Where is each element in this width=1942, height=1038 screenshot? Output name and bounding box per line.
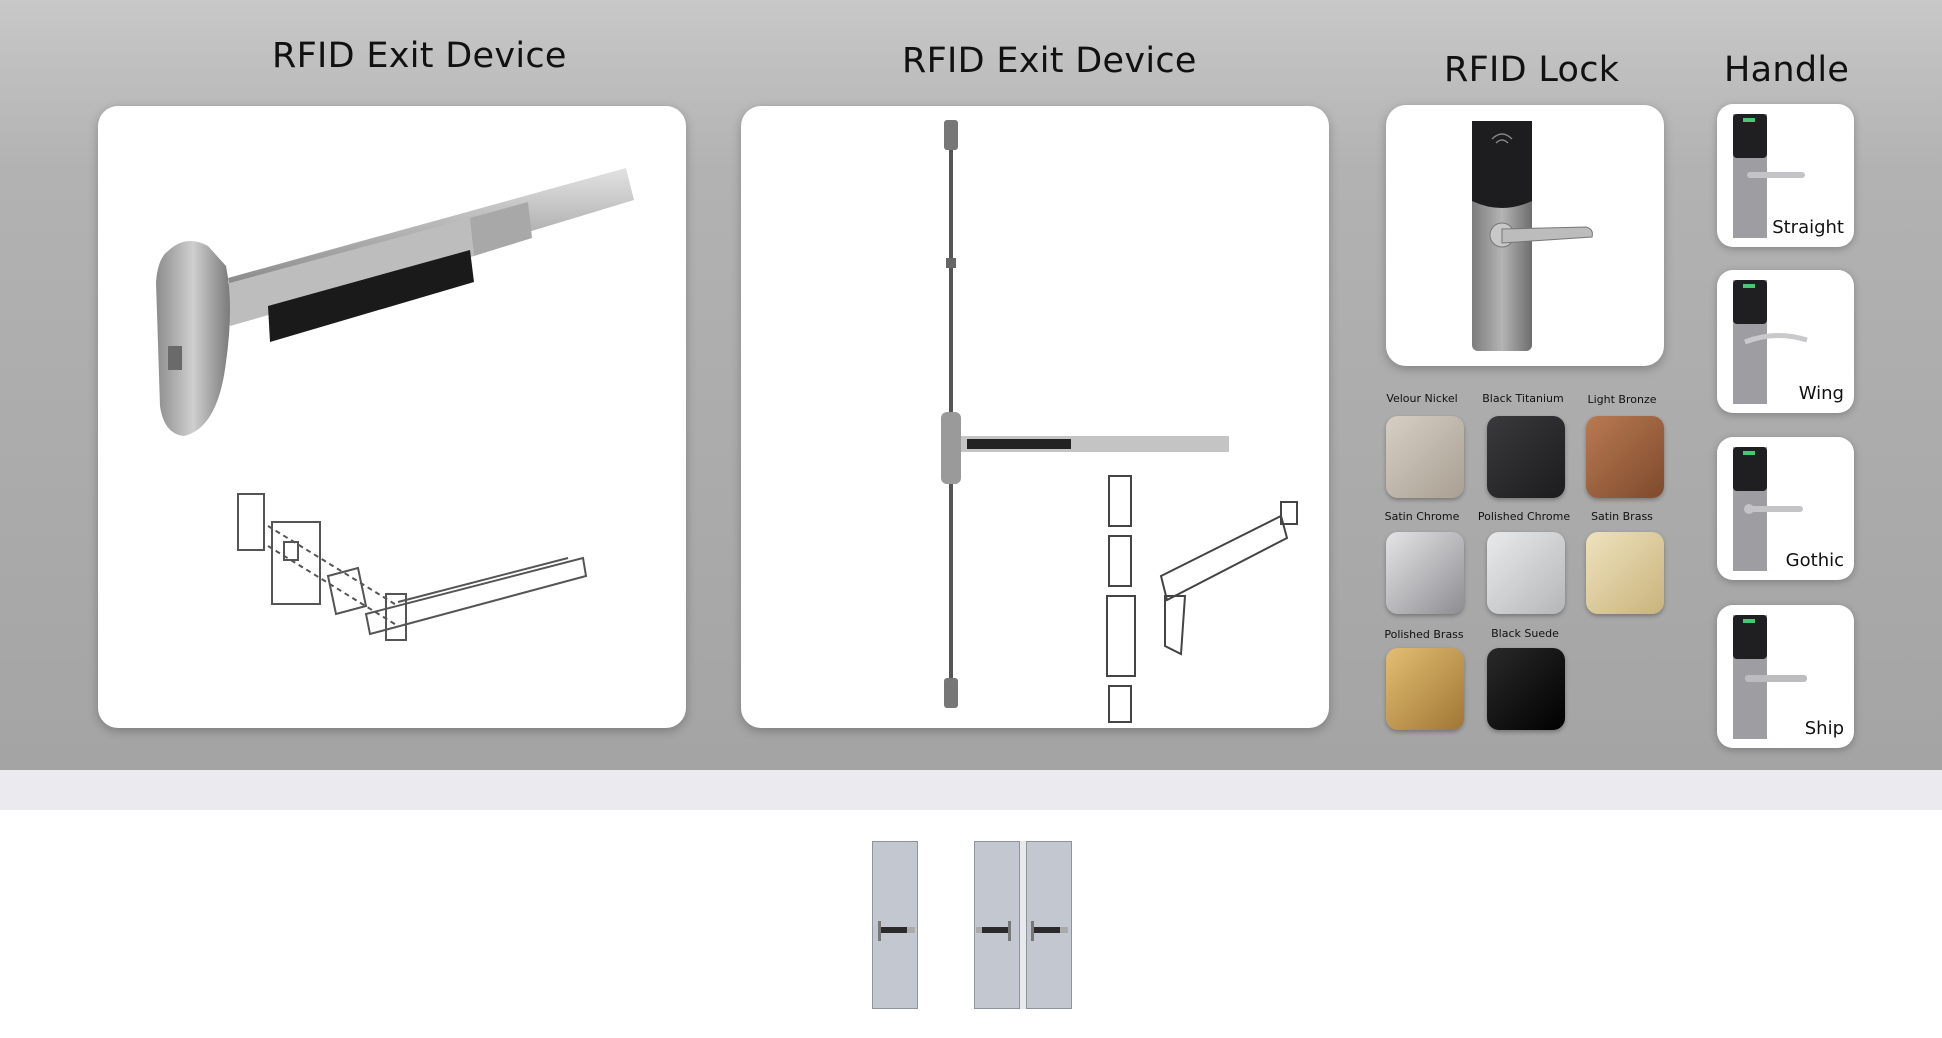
handle-title: Handle bbox=[1724, 50, 1850, 90]
handle-label: Ship bbox=[1804, 718, 1844, 739]
finish-label: Polished Brass bbox=[1384, 628, 1464, 641]
finish-label: Satin Brass bbox=[1591, 510, 1653, 523]
handle-option-ship[interactable]: Ship bbox=[1717, 605, 1854, 748]
finish-swatch-polished-brass[interactable] bbox=[1386, 648, 1464, 730]
finish-swatch-satin-brass[interactable] bbox=[1586, 532, 1664, 614]
finish-swatch-velour-nickel[interactable] bbox=[1386, 416, 1464, 498]
push-bar-exit-device-icon bbox=[156, 168, 634, 641]
finish-label: Black Suede bbox=[1491, 627, 1559, 640]
vertical-rod-exit-device-icon bbox=[941, 120, 1298, 723]
handle-option-wing[interactable]: Wing bbox=[1717, 270, 1854, 413]
double-door-icon[interactable] bbox=[974, 841, 1072, 1009]
finish-swatch-satin-chrome[interactable] bbox=[1386, 532, 1464, 614]
finish-swatch-light-bronze[interactable] bbox=[1586, 416, 1664, 498]
single-door-icon[interactable] bbox=[872, 841, 918, 1009]
exit-device-2-title: RFID Exit Device bbox=[902, 41, 1197, 81]
exit-device-horizontal-image bbox=[98, 106, 686, 728]
section-divider bbox=[0, 770, 1942, 810]
exit-device-1-title: RFID Exit Device bbox=[272, 36, 567, 76]
finish-swatch-polished-chrome[interactable] bbox=[1487, 532, 1565, 614]
gothic-handle-icon bbox=[1733, 447, 1803, 571]
rfid-lock-title: RFID Lock bbox=[1444, 50, 1620, 90]
handle-label: Wing bbox=[1798, 383, 1844, 404]
finish-label: Velour Nickel bbox=[1386, 392, 1458, 405]
rfid-lock-icon bbox=[1472, 121, 1593, 351]
finish-swatch-black-titanium[interactable] bbox=[1487, 416, 1565, 498]
finish-label: Light Bronze bbox=[1587, 393, 1657, 406]
straight-handle-icon bbox=[1733, 114, 1805, 238]
finish-label: Satin Chrome bbox=[1384, 510, 1460, 523]
finish-label: Black Titanium bbox=[1482, 392, 1564, 405]
handle-label: Straight bbox=[1772, 217, 1844, 238]
handle-option-straight[interactable]: Straight bbox=[1717, 104, 1854, 247]
rfid-lock-image bbox=[1386, 105, 1664, 366]
ship-handle-icon bbox=[1733, 615, 1807, 739]
handle-label: Gothic bbox=[1785, 550, 1844, 571]
finish-swatch-black-suede[interactable] bbox=[1487, 648, 1565, 730]
wing-handle-icon bbox=[1733, 280, 1808, 404]
exit-device-vertical-image bbox=[741, 106, 1329, 728]
handle-option-gothic[interactable]: Gothic bbox=[1717, 437, 1854, 580]
finish-label: Polished Chrome bbox=[1477, 510, 1571, 523]
